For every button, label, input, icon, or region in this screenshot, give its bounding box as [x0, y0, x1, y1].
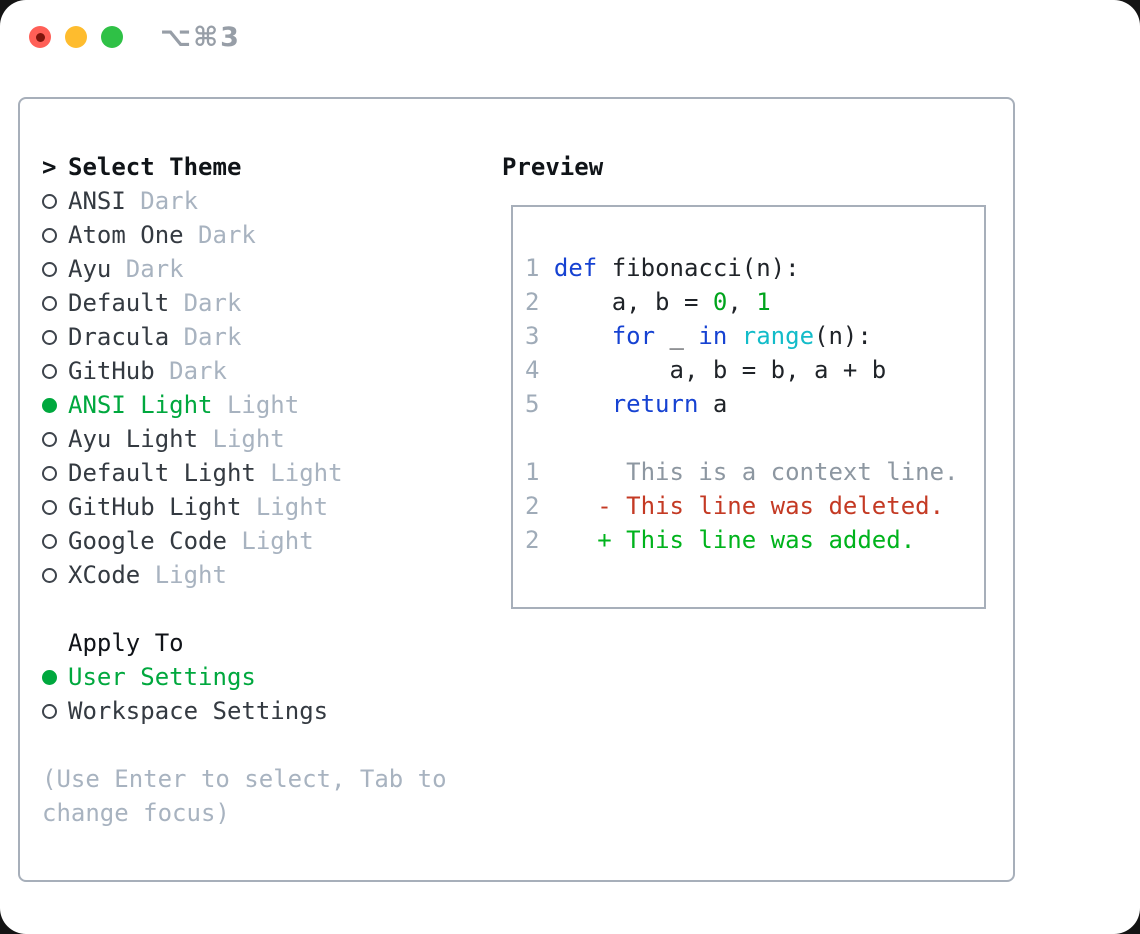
theme-item-name: Google Code	[68, 527, 227, 555]
radio-unselected-icon[interactable]	[42, 465, 68, 481]
select-theme-label: Select Theme	[68, 153, 242, 181]
apply-to-label: Apply To	[68, 629, 184, 657]
radio-unselected-icon[interactable]	[42, 227, 68, 243]
theme-variant-badge: Light	[226, 527, 314, 555]
theme-item-xcode[interactable]: XCode Light	[42, 558, 343, 592]
apply-option-name: User Settings	[68, 663, 256, 691]
minimize-button[interactable]	[65, 26, 87, 48]
keyboard-hint: (Use Enter to select, Tab to change focu…	[42, 765, 447, 827]
theme-item-ayu[interactable]: Ayu Dark	[42, 252, 343, 286]
theme-variant-badge: Light	[212, 391, 300, 419]
theme-item-name: ANSI	[68, 187, 126, 215]
radio-unselected-icon[interactable]	[42, 499, 68, 515]
theme-variant-badge: Light	[241, 493, 329, 521]
code-line: 2 - This line was deleted.	[525, 492, 945, 520]
theme-item-github-light[interactable]: GitHub Light Light	[42, 490, 343, 524]
radio-unselected-icon[interactable]	[42, 295, 68, 311]
radio-unselected-icon[interactable]	[42, 533, 68, 549]
theme-item-name: XCode	[68, 561, 141, 589]
radio-unselected-icon[interactable]	[42, 431, 68, 447]
theme-item-name: Dracula	[68, 323, 170, 351]
radio-unselected-icon[interactable]	[42, 193, 68, 209]
focus-marker-icon: >	[42, 153, 57, 181]
zoom-button[interactable]	[101, 26, 123, 48]
apply-option-user-settings[interactable]: User Settings	[42, 660, 328, 694]
theme-item-atom-one[interactable]: Atom One Dark	[42, 218, 343, 252]
apply-option-workspace-settings[interactable]: Workspace Settings	[42, 694, 328, 728]
radio-selected-icon[interactable]	[42, 397, 68, 413]
radio-unselected-icon[interactable]	[42, 363, 68, 379]
theme-item-github[interactable]: GitHub Dark	[42, 354, 343, 388]
code-line: 1 This is a context line.	[525, 458, 959, 486]
theme-item-ansi-light[interactable]: ANSI Light Light	[42, 388, 343, 422]
theme-variant-badge: Dark	[111, 255, 184, 283]
theme-item-name: Atom One	[68, 221, 184, 249]
theme-item-name: Default	[68, 289, 170, 317]
code-line: 2 + This line was added.	[525, 526, 916, 554]
theme-item-default-light[interactable]: Default Light Light	[42, 456, 343, 490]
theme-variant-badge: Light	[140, 561, 227, 589]
close-button[interactable]	[29, 26, 51, 48]
theme-item-name: Default Light	[68, 459, 256, 487]
titlebar: ⌥⌘3	[0, 0, 1140, 74]
theme-variant-badge: Dark	[183, 221, 256, 249]
apply-option-name: Workspace Settings	[68, 697, 329, 725]
focus-marker-col: >	[42, 150, 68, 184]
theme-item-ansi[interactable]: ANSI Dark	[42, 184, 343, 218]
radio-unselected-icon[interactable]	[42, 329, 68, 345]
theme-item-name: GitHub	[68, 357, 155, 385]
theme-item-name: ANSI Light	[68, 391, 213, 419]
code-line: 3 for _ in range(n):	[525, 322, 872, 350]
window-title: ⌥⌘3	[160, 22, 241, 53]
theme-variant-badge: Dark	[169, 289, 242, 317]
code-line: 5 return a	[525, 390, 728, 418]
theme-variant-badge: Light	[198, 425, 285, 453]
code-line	[525, 421, 984, 455]
preview-box: 1 def fibonacci(n): 2 a, b = 0, 1 3 for _ …	[511, 205, 986, 609]
code-line: 2 a, b = 0, 1	[525, 288, 771, 316]
radio-unselected-icon[interactable]	[42, 703, 68, 719]
apply-to-header: Apply To	[42, 626, 328, 660]
code-line: 1 def fibonacci(n):	[525, 254, 800, 282]
radio-unselected-icon[interactable]	[42, 567, 68, 583]
theme-item-ayu-light[interactable]: Ayu Light Light	[42, 422, 343, 456]
theme-item-default[interactable]: Default Dark	[42, 286, 343, 320]
radio-unselected-icon[interactable]	[42, 261, 68, 277]
theme-item-name: Ayu Light	[68, 425, 199, 453]
theme-variant-badge: Light	[255, 459, 343, 487]
theme-item-name: Ayu	[68, 255, 112, 283]
theme-variant-badge: Dark	[169, 323, 242, 351]
preview-code: 1 def fibonacci(n): 2 a, b = 0, 1 3 for _ …	[513, 207, 984, 557]
radio-selected-icon[interactable]	[42, 669, 68, 685]
theme-item-name: GitHub Light	[68, 493, 242, 521]
theme-item-google-code[interactable]: Google Code Light	[42, 524, 343, 558]
preview-label: Preview	[502, 153, 604, 181]
theme-variant-badge: Dark	[154, 357, 227, 385]
select-theme-header: > Select Theme	[42, 150, 343, 184]
theme-item-dracula[interactable]: Dracula Dark	[42, 320, 343, 354]
code-line: 4 a, b = b, a + b	[525, 356, 887, 384]
theme-variant-badge: Dark	[125, 187, 199, 215]
